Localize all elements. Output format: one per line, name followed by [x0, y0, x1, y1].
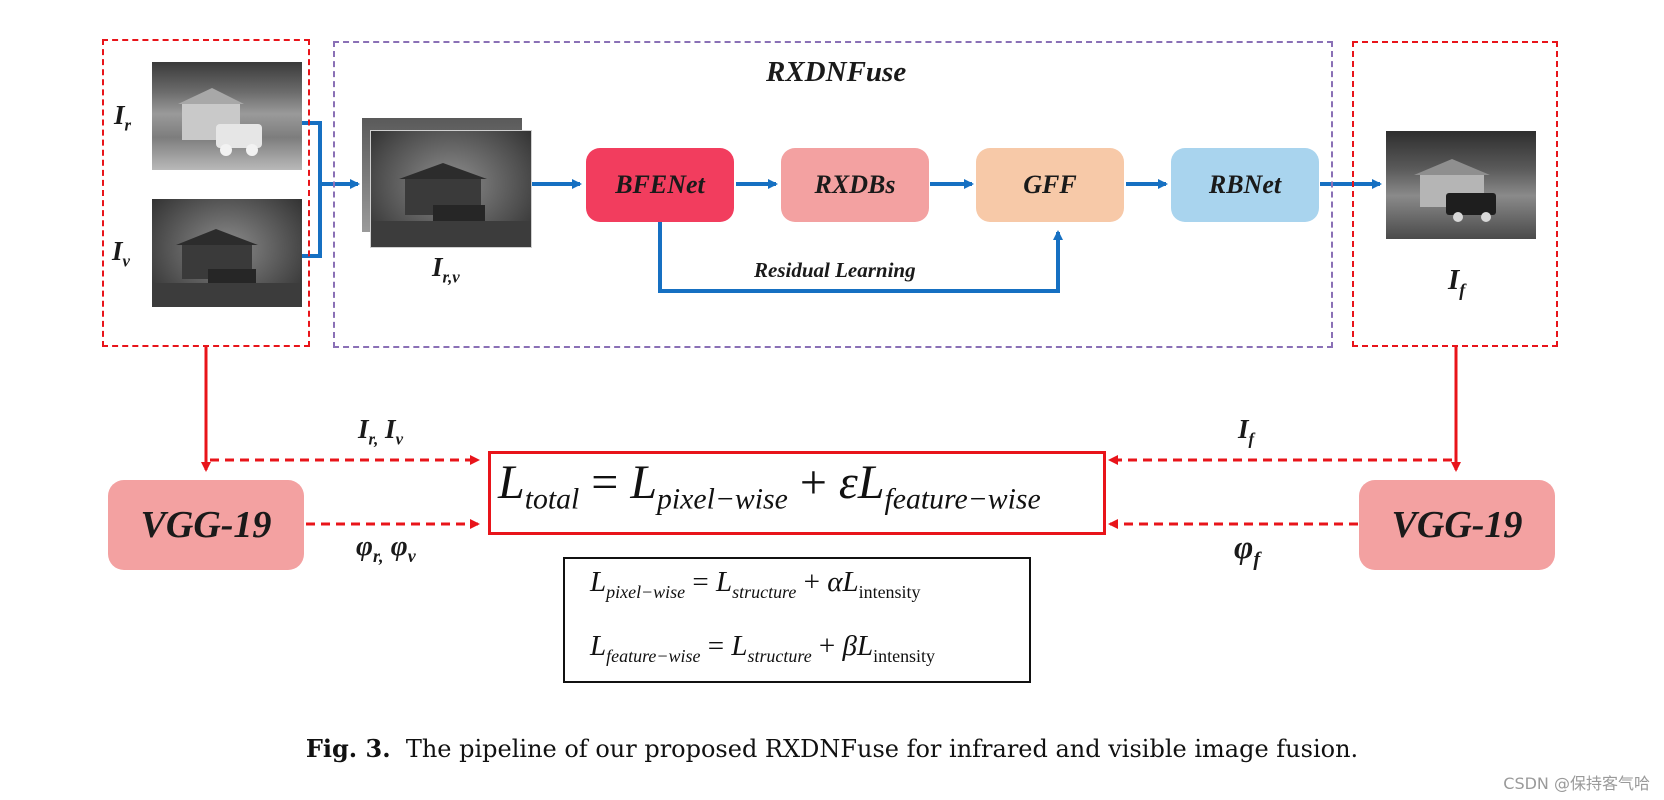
- output-label: If: [1448, 264, 1466, 300]
- vgg19-left-block: VGG-19: [108, 480, 304, 570]
- stacked-image-front: [370, 130, 532, 248]
- rxdnfuse-frame: [333, 41, 1333, 348]
- vis-label: Iv: [112, 236, 130, 271]
- residual-path: [658, 222, 1063, 293]
- phi-f-edge-label: φf: [1234, 530, 1261, 571]
- output-image-frame: [1352, 41, 1558, 347]
- visible-image: [152, 199, 302, 307]
- rbnet-block: RBNet: [1171, 148, 1319, 222]
- stacked-label: Ir,v: [432, 252, 460, 287]
- figure-caption: Fig. 3. The pipeline of our proposed RXD…: [0, 734, 1664, 763]
- rxdbs-block: RXDBs: [781, 148, 929, 222]
- ir-iv-edge-label: Ir, Iv: [358, 414, 403, 449]
- ir-label: Ir: [114, 100, 132, 135]
- infrared-image: [152, 62, 302, 170]
- residual-learning-label: Residual Learning: [754, 258, 916, 282]
- sub-loss-box: [563, 557, 1031, 683]
- pixel-wise-loss-equation: Lpixel−wise = Lstructure + αLintensity: [590, 566, 921, 602]
- bfenet-block: BFENet: [586, 148, 734, 222]
- gff-block: GFF: [976, 148, 1124, 222]
- input-bracket: [302, 121, 322, 258]
- total-loss-equation: Ltotal = Lpixel−wise + εLfeature−wise: [498, 456, 1041, 516]
- figure-number: Fig. 3.: [305, 734, 391, 763]
- phi-rv-edge-label: φr, φv: [356, 530, 416, 566]
- caption-text: The pipeline of our proposed RXDNFuse fo…: [405, 735, 1359, 763]
- framework-title: RXDNFuse: [766, 56, 907, 88]
- fused-image: [1386, 131, 1536, 239]
- feature-wise-loss-equation: Lfeature−wise = Lstructure + βLintensity: [590, 630, 936, 666]
- vgg19-right-block: VGG-19: [1359, 480, 1555, 570]
- total-loss-box: [488, 451, 1106, 535]
- if-edge-label: If: [1238, 414, 1255, 449]
- watermark: CSDN @保持客气哈: [1503, 774, 1650, 793]
- input-images-frame: [102, 39, 310, 347]
